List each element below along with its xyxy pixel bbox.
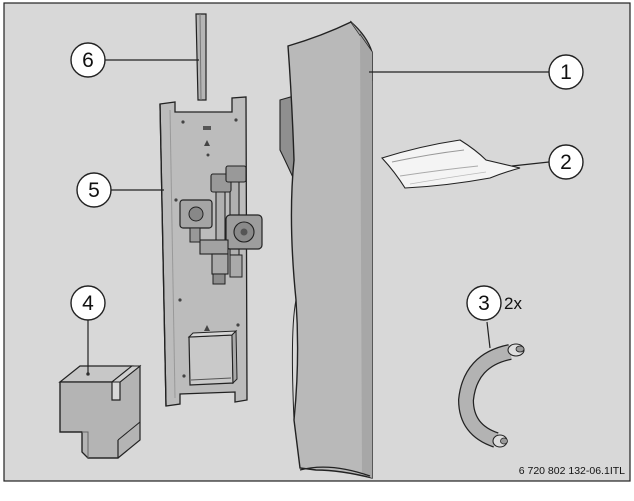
callout-5: 5 [76, 172, 112, 208]
part-3-hose [457, 343, 525, 448]
part-2-bag [381, 139, 521, 189]
part-1-front-cover [279, 20, 373, 479]
part-6-rod [195, 13, 207, 101]
callout-4: 4 [70, 285, 106, 321]
callout-1: 1 [548, 54, 584, 90]
callout-2-label: 2 [560, 151, 572, 174]
callout-4-label: 4 [82, 292, 94, 315]
callout-2: 2 [548, 144, 584, 180]
part-5-back-panel [159, 96, 263, 407]
callout-3-label: 3 [478, 292, 490, 315]
leader-line-2 [511, 161, 550, 167]
callout-5-label: 5 [88, 179, 100, 202]
leader-line-3 [486, 321, 491, 349]
quantity-label: 2x [504, 294, 522, 313]
figure-reference: 6 720 802 132-06.1ITL [519, 465, 625, 477]
callout-6-label: 6 [82, 49, 94, 72]
callout-3: 3 [466, 285, 502, 321]
callout-1-label: 1 [560, 61, 572, 84]
callout-6: 6 [70, 42, 106, 78]
part-4-insulation-block [58, 364, 142, 459]
